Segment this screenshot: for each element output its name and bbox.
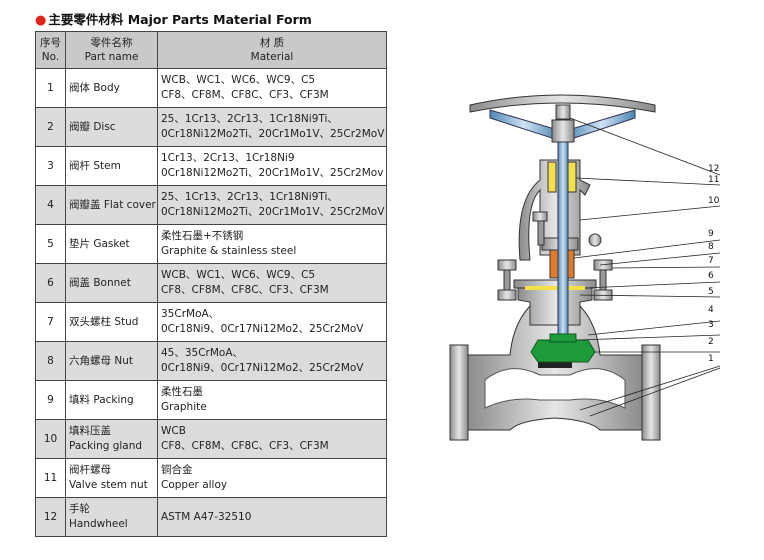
cell-no: 6	[35, 263, 66, 303]
cell-part-name: 垫片 Gasket	[65, 224, 158, 264]
cell-part-name: 填料 Packing	[65, 380, 158, 420]
valve-stem	[557, 114, 569, 346]
callout-7: 7	[708, 256, 714, 266]
callout-1: 1	[708, 354, 714, 364]
callout-2: 2	[708, 337, 714, 347]
globe-valve-diagram	[449, 94, 721, 441]
cell-no: 4	[35, 185, 66, 225]
cell-material: 25、1Cr13、2Cr13、1Cr18Ni9Ti、0Cr18Ni12Mo2Ti…	[157, 107, 387, 147]
cell-no: 5	[35, 224, 66, 264]
callout-12: 12	[708, 164, 720, 174]
cell-part-name: 阀盖 Bonnet	[65, 263, 158, 303]
callout-8: 8	[708, 242, 714, 252]
cell-no: 1	[35, 68, 66, 108]
cell-material: 45、35CrMoA、0Cr18Ni9、0Cr17Ni12Mo2、25Cr2Mo…	[157, 341, 387, 381]
cell-material: 35CrMoA、0Cr18Ni9、0Cr17Ni12Mo2、25Cr2MoV	[157, 302, 387, 342]
cell-no: 7	[35, 302, 66, 342]
cell-part-name: 阀体 Body	[65, 68, 158, 108]
callout-11: 11	[708, 175, 720, 185]
callout-10: 10	[708, 196, 720, 206]
cell-no: 2	[35, 107, 66, 147]
cell-part-name: 六角螺母 Nut	[65, 341, 158, 381]
cell-part-name: 双头螺柱 Stud	[65, 302, 158, 342]
leader-lines	[569, 117, 721, 417]
cell-no: 9	[35, 380, 66, 420]
callout-3: 3	[708, 320, 714, 330]
cell-part-name: 阀瓣 Disc	[65, 107, 158, 147]
cell-no: 11	[35, 458, 66, 498]
cell-material: ASTM A47-32510	[157, 497, 387, 537]
cell-no: 3	[35, 146, 66, 186]
bonnet	[513, 279, 597, 326]
page-title: ●主要零件材料 Major Parts Material Form	[35, 12, 312, 28]
callout-9: 9	[708, 229, 714, 239]
bullet-icon: ●	[35, 13, 47, 28]
cell-part-name: 阀瓣盖 Flat cover	[65, 185, 158, 225]
callout-6: 6	[708, 271, 714, 281]
handwheel	[469, 94, 656, 143]
cell-part-name: 阀杆 Stem	[65, 146, 158, 186]
cell-no: 10	[35, 419, 66, 459]
cell-no: 8	[35, 341, 66, 381]
cell-material: 25、1Cr13、2Cr13、1Cr18Ni9Ti、0Cr18Ni12Mo2Ti…	[157, 185, 387, 225]
cell-no: 12	[35, 497, 66, 537]
callout-4: 4	[708, 305, 714, 315]
callout-5: 5	[708, 287, 714, 297]
